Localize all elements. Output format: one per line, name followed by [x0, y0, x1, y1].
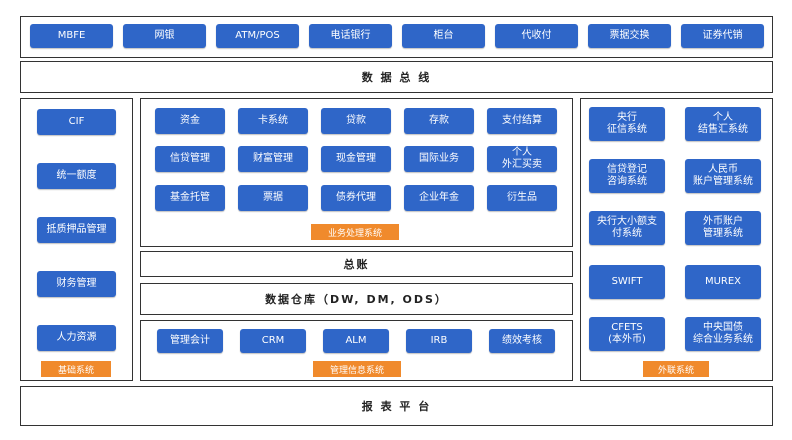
external-item-rmb-account[interactable]: 人民币 账户管理系统 [685, 159, 761, 193]
biz-item-personal-fx[interactable]: 个人 外汇买卖 [487, 146, 557, 172]
biz-item-wealth-mgmt[interactable]: 财富管理 [238, 146, 308, 172]
foundation-item-finance[interactable]: 财务管理 [37, 271, 116, 297]
channel-counter[interactable]: 柜台 [402, 24, 485, 48]
biz-item-cash-mgmt[interactable]: 现金管理 [321, 146, 391, 172]
external-item-murex[interactable]: MUREX [685, 265, 761, 299]
foundation-systems-panel: CIF 统一额度 抵质押品管理 财务管理 人力资源 基础系统 [20, 98, 133, 381]
channel-collection-payment[interactable]: 代收付 [495, 24, 578, 48]
external-item-credit-registry[interactable]: 信贷登记 咨询系统 [589, 159, 665, 193]
data-bus-label: 数 据 总 线 [361, 71, 432, 84]
channel-online-banking[interactable]: 网银 [123, 24, 206, 48]
mis-item-irb[interactable]: IRB [406, 329, 472, 353]
biz-item-credit-mgmt[interactable]: 信贷管理 [155, 146, 225, 172]
foundation-item-cif[interactable]: CIF [37, 109, 116, 135]
biz-item-loan[interactable]: 贷款 [321, 108, 391, 134]
foundation-item-unified-credit[interactable]: 统一额度 [37, 163, 116, 189]
report-platform-label: 报 表 平 台 [361, 400, 432, 413]
foundation-item-collateral[interactable]: 抵质押品管理 [37, 217, 116, 243]
biz-item-derivatives[interactable]: 衍生品 [487, 185, 557, 211]
external-item-fx-settlement[interactable]: 个人 结售汇系统 [685, 107, 761, 141]
biz-item-deposit[interactable]: 存款 [404, 108, 474, 134]
foundation-systems-tag: 基础系统 [41, 361, 111, 377]
external-item-pboc-payment[interactable]: 央行大小额支 付系统 [589, 211, 665, 245]
mis-item-performance[interactable]: 绩效考核 [489, 329, 555, 353]
channel-bill-exchange[interactable]: 票据交换 [588, 24, 671, 48]
channel-phone-banking[interactable]: 电话银行 [309, 24, 392, 48]
general-ledger-label: 总账 [343, 258, 370, 271]
report-platform-bar: 报 表 平 台 [20, 386, 773, 426]
biz-item-treasury[interactable]: 资金 [155, 108, 225, 134]
biz-item-bills[interactable]: 票据 [238, 185, 308, 211]
external-item-central-bond[interactable]: 中央国债 综合业务系统 [685, 317, 761, 351]
external-systems-tag: 外联系统 [643, 361, 709, 377]
biz-item-enterprise-annuity[interactable]: 企业年金 [404, 185, 474, 211]
biz-item-bond-agency[interactable]: 债券代理 [321, 185, 391, 211]
mis-tag: 管理信息系统 [313, 361, 401, 377]
biz-item-fund-custody[interactable]: 基金托管 [155, 185, 225, 211]
mis-item-alm[interactable]: ALM [323, 329, 389, 353]
external-systems-panel: 央行 征信系统 个人 结售汇系统 信贷登记 咨询系统 人民币 账户管理系统 央行… [580, 98, 773, 381]
general-ledger-bar: 总账 [140, 251, 573, 277]
mis-item-crm[interactable]: CRM [240, 329, 306, 353]
channel-securities-agency[interactable]: 证券代销 [681, 24, 764, 48]
external-item-pboc-credit[interactable]: 央行 征信系统 [589, 107, 665, 141]
data-bus-bar: 数 据 总 线 [20, 61, 773, 93]
mis-panel: 管理会计 CRM ALM IRB 绩效考核 管理信息系统 [140, 320, 573, 381]
foundation-item-hr[interactable]: 人力资源 [37, 325, 116, 351]
external-item-cfets[interactable]: CFETS (本外币) [589, 317, 665, 351]
biz-item-card[interactable]: 卡系统 [238, 108, 308, 134]
data-warehouse-bar: 数据仓库（DW, DM, ODS） [140, 283, 573, 315]
biz-item-payment-settlement[interactable]: 支付结算 [487, 108, 557, 134]
external-item-fx-account[interactable]: 外币账户 管理系统 [685, 211, 761, 245]
business-processing-tag: 业务处理系统 [311, 224, 399, 240]
data-warehouse-label: 数据仓库（DW, DM, ODS） [265, 293, 448, 306]
business-processing-panel: 资金 卡系统 贷款 存款 支付结算 信贷管理 财富管理 现金管理 国际业务 个人… [140, 98, 573, 247]
channel-mbfe[interactable]: MBFE [30, 24, 113, 48]
mis-item-management-accounting[interactable]: 管理会计 [157, 329, 223, 353]
channel-atm-pos[interactable]: ATM/POS [216, 24, 299, 48]
biz-item-international[interactable]: 国际业务 [404, 146, 474, 172]
external-item-swift[interactable]: SWIFT [589, 265, 665, 299]
channel-row: MBFE 网银 ATM/POS 电话银行 柜台 代收付 票据交换 证券代销 [20, 16, 773, 58]
